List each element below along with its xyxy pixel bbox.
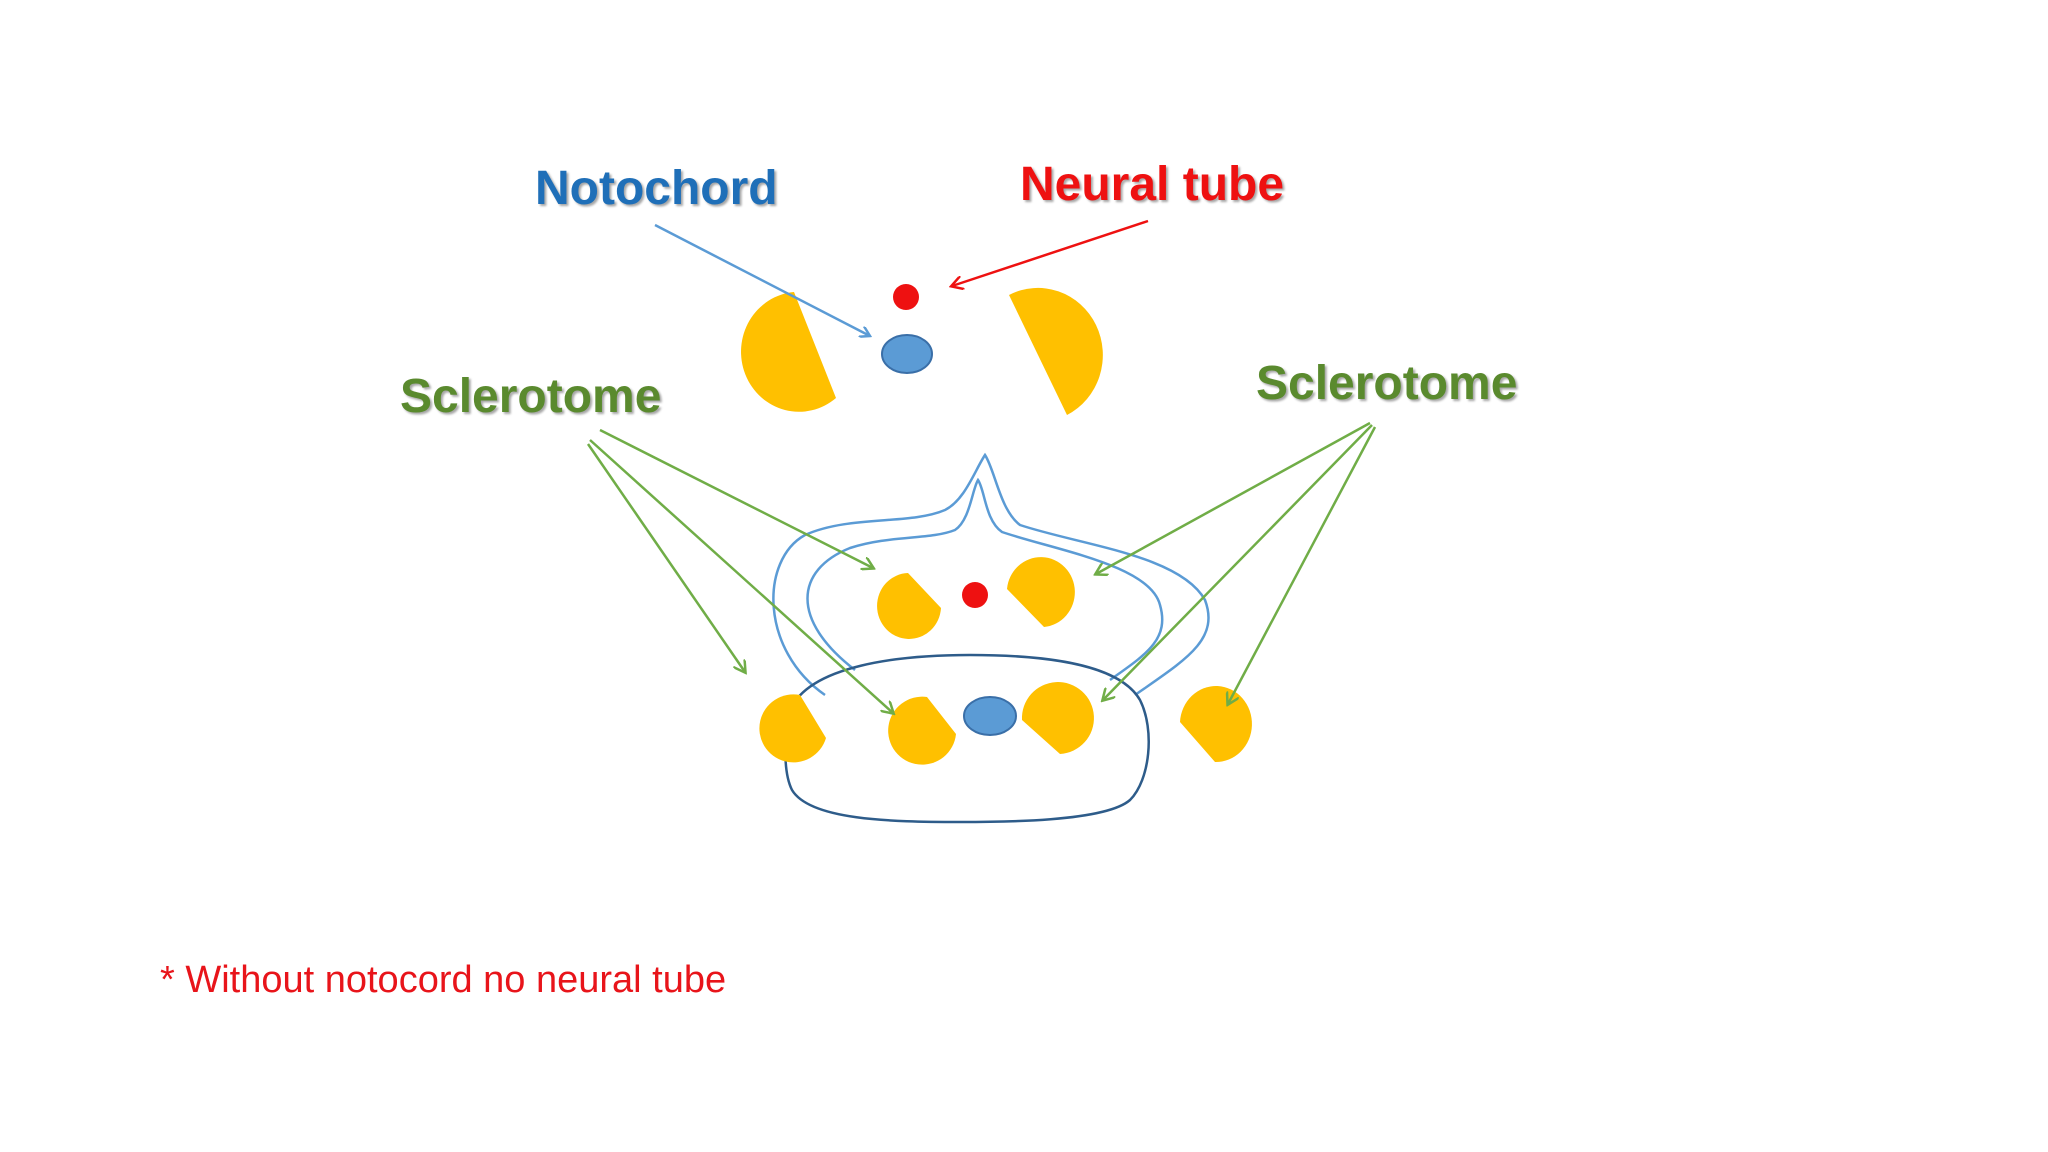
notochord-arrow bbox=[654, 223, 870, 336]
sclerotome-label-right: Sclerotome bbox=[1256, 357, 1517, 410]
late-stage-group bbox=[759, 557, 1252, 765]
sclerotome-arrows-left bbox=[586, 428, 893, 713]
notochord-bottom bbox=[963, 696, 1017, 736]
neural-tube-arrow bbox=[952, 219, 1149, 286]
footnote: * Without notocord no neural tube bbox=[160, 959, 726, 1001]
neural-tube-mid bbox=[962, 582, 988, 608]
neural-tube-top bbox=[893, 284, 919, 310]
sclerotome-mid-right bbox=[1007, 557, 1075, 627]
vertebra-outline bbox=[772, 452, 1210, 697]
early-stage-group bbox=[741, 284, 1103, 415]
sclerotome-top-left bbox=[741, 292, 836, 412]
sclerotome-label-left: Sclerotome bbox=[400, 370, 661, 423]
sclerotome-bottom-outer-right bbox=[1180, 686, 1252, 763]
sclerotome-top-right bbox=[1009, 287, 1103, 415]
notochord-top bbox=[881, 334, 933, 374]
sclerotome-bottom-inner-right bbox=[1021, 682, 1094, 754]
neural-tube-label: Neural tube bbox=[1020, 158, 1284, 211]
sclerotome-bottom-outer-left bbox=[759, 694, 826, 763]
notochord-label: Notochord bbox=[535, 162, 778, 215]
sclerotome-mid-left bbox=[877, 573, 941, 639]
vertebral-body-outline bbox=[784, 653, 1150, 824]
sclerotome-bottom-inner-left bbox=[888, 696, 956, 765]
sclerotome-arrows-right bbox=[1096, 421, 1377, 704]
